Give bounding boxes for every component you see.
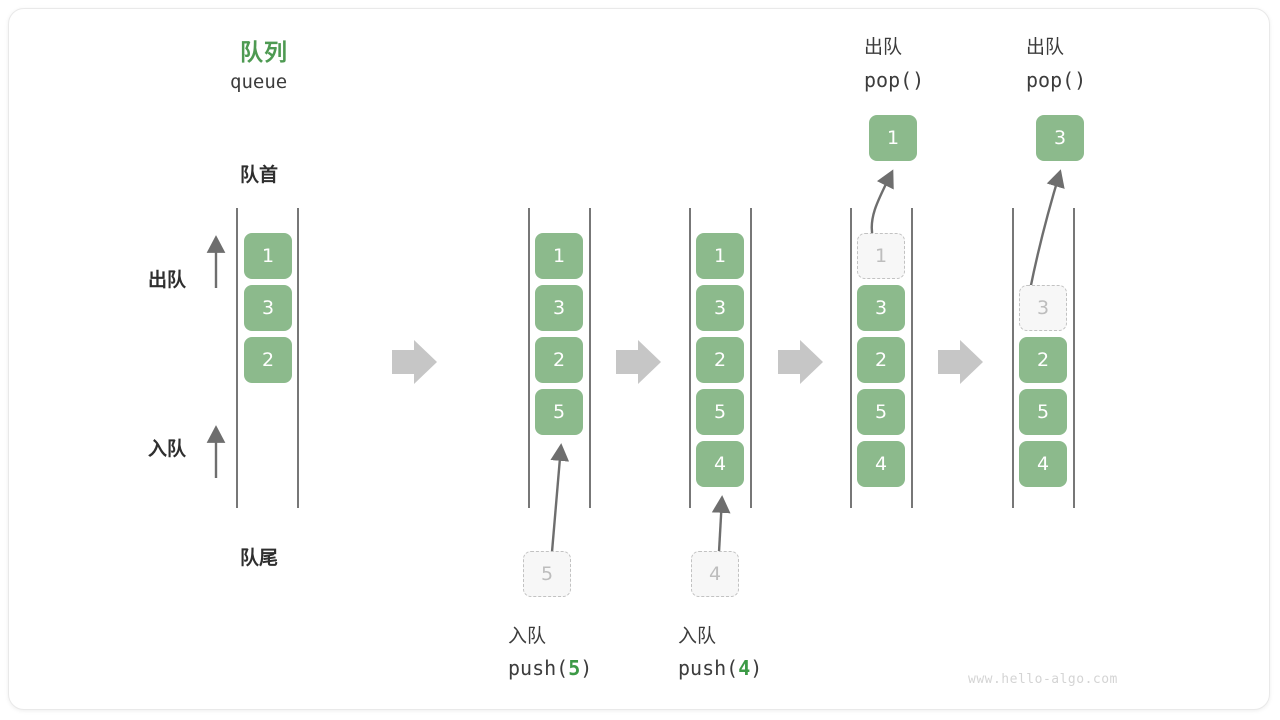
- queue-node: 5: [696, 389, 744, 435]
- pop-code-suffix-c5: ): [1074, 68, 1087, 92]
- queue-node: 2: [535, 337, 583, 383]
- enqueue-side-label: 入队: [148, 438, 187, 460]
- queue-node: 3: [535, 285, 583, 331]
- queue-node: 2: [696, 337, 744, 383]
- incoming-node-ghost: 4: [691, 551, 739, 597]
- queue-node: 1: [535, 233, 583, 279]
- diagram-title-cn: 队列: [240, 40, 288, 66]
- step-arrow-3: [778, 340, 823, 384]
- queue-node: 1: [244, 233, 292, 279]
- queue-node: 3: [244, 285, 292, 331]
- push-caption-code-c2: push(5): [508, 656, 592, 680]
- push-arrow-c3: [711, 495, 731, 553]
- incoming-node-ghost: 5: [523, 551, 571, 597]
- push-code-prefix-c3: push(: [678, 656, 739, 680]
- diagram-title-en: queue: [230, 71, 288, 93]
- push-code-arg-c3: 4: [738, 656, 751, 680]
- pop-caption-code-c5: pop(): [1026, 68, 1086, 92]
- queue-node: 5: [857, 389, 905, 435]
- push-code-suffix-c3: ): [750, 656, 763, 680]
- queue-node: 5: [1019, 389, 1067, 435]
- push-caption-code-c3: push(4): [678, 656, 762, 680]
- queue-node-removed: 1: [857, 233, 905, 279]
- push-caption-cn-c2: 入队: [508, 625, 547, 647]
- pop-caption-code-c4: pop(): [864, 68, 924, 92]
- popped-node: 1: [869, 115, 917, 161]
- pop-code-prefix-c4: pop(: [864, 68, 913, 92]
- push-caption-cn-c3: 入队: [678, 625, 717, 647]
- pop-arrow-c5: [1028, 169, 1065, 291]
- pop-code-suffix-c4: ): [912, 68, 925, 92]
- step-arrow-2: [616, 340, 661, 384]
- queue-node: 2: [857, 337, 905, 383]
- pop-code-prefix-c5: pop(: [1026, 68, 1075, 92]
- pop-caption-cn-c4: 出队: [864, 36, 903, 58]
- push-arrow-c2: [550, 443, 570, 553]
- queue-node-new: 5: [535, 389, 583, 435]
- queue-node: 4: [1019, 441, 1067, 487]
- queue-rear-label: 队尾: [240, 547, 279, 569]
- queue-node: 2: [1019, 337, 1067, 383]
- dequeue-side-label: 出队: [148, 269, 187, 291]
- queue-node: 3: [696, 285, 744, 331]
- queue-node: 3: [857, 285, 905, 331]
- queue-front-label: 队首: [240, 164, 279, 186]
- queue-node: 2: [244, 337, 292, 383]
- pop-caption-cn-c5: 出队: [1026, 36, 1065, 58]
- push-code-suffix-c2: ): [580, 656, 593, 680]
- push-code-arg-c2: 5: [568, 656, 581, 680]
- queue-node: 4: [857, 441, 905, 487]
- push-code-prefix-c2: push(: [508, 656, 569, 680]
- popped-node: 3: [1036, 115, 1084, 161]
- queue-node-new: 4: [696, 441, 744, 487]
- pop-arrow-c4: [870, 169, 894, 239]
- watermark: www.hello-algo.com: [968, 672, 1118, 687]
- step-arrow-1: [392, 340, 437, 384]
- step-arrow-4: [938, 340, 983, 384]
- queue-node-removed: 3: [1019, 285, 1067, 331]
- queue-node: 1: [696, 233, 744, 279]
